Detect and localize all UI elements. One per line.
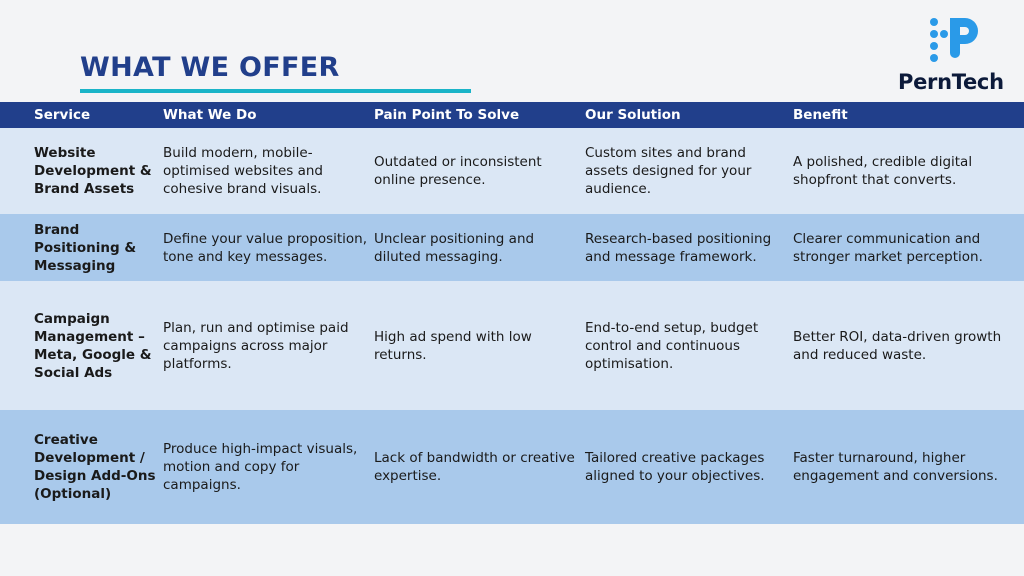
header-solution: Our Solution [585, 102, 793, 128]
services-table: Service What We Do Pain Point To Solve O… [0, 102, 1024, 524]
solution-cell: Research-based positioning and message f… [585, 214, 793, 281]
table-row: Campaign Management – Meta, Google & Soc… [0, 281, 1024, 410]
table-row: Website Development & Brand Assets Build… [0, 128, 1024, 214]
solution-cell: End-to-end setup, budget control and con… [585, 281, 793, 410]
header-benefit: Benefit [793, 102, 1024, 128]
solution-cell: Tailored creative packages aligned to yo… [585, 410, 793, 524]
benefit-cell: Better ROI, data-driven growth and reduc… [793, 281, 1024, 410]
pain-point-cell: High ad spend with low returns. [374, 281, 585, 410]
header-what-we-do: What We Do [163, 102, 374, 128]
what-we-do-cell: Build modern, mobile-optimised websites … [163, 128, 374, 214]
pain-point-cell: Lack of bandwidth or creative expertise. [374, 410, 585, 524]
pain-point-cell: Unclear positioning and diluted messagin… [374, 214, 585, 281]
header-pain-point: Pain Point To Solve [374, 102, 585, 128]
what-we-do-cell: Plan, run and optimise paid campaigns ac… [163, 281, 374, 410]
service-cell: Creative Development / Design Add-Ons (O… [0, 410, 163, 524]
title-underline [80, 89, 471, 93]
benefit-cell: Clearer communication and stronger marke… [793, 214, 1024, 281]
service-cell: Campaign Management – Meta, Google & Soc… [0, 281, 163, 410]
logo-name: PernTech [898, 70, 1004, 94]
what-we-do-cell: Produce high-impact visuals, motion and … [163, 410, 374, 524]
solution-cell: Custom sites and brand assets designed f… [585, 128, 793, 214]
what-we-do-cell: Define your value proposition, tone and … [163, 214, 374, 281]
pain-point-cell: Outdated or inconsistent online presence… [374, 128, 585, 214]
table-row: Brand Positioning & Messaging Define you… [0, 214, 1024, 281]
header-service: Service [0, 102, 163, 128]
service-cell: Brand Positioning & Messaging [0, 214, 163, 281]
page-title: WHAT WE OFFER [80, 52, 340, 83]
table-header: Service What We Do Pain Point To Solve O… [0, 102, 1024, 128]
perntech-logo: PernTech [894, 14, 1014, 96]
service-cell: Website Development & Brand Assets [0, 128, 163, 214]
benefit-cell: Faster turnaround, higher engagement and… [793, 410, 1024, 524]
table-row: Creative Development / Design Add-Ons (O… [0, 410, 1024, 524]
benefit-cell: A polished, credible digital shopfront t… [793, 128, 1024, 214]
